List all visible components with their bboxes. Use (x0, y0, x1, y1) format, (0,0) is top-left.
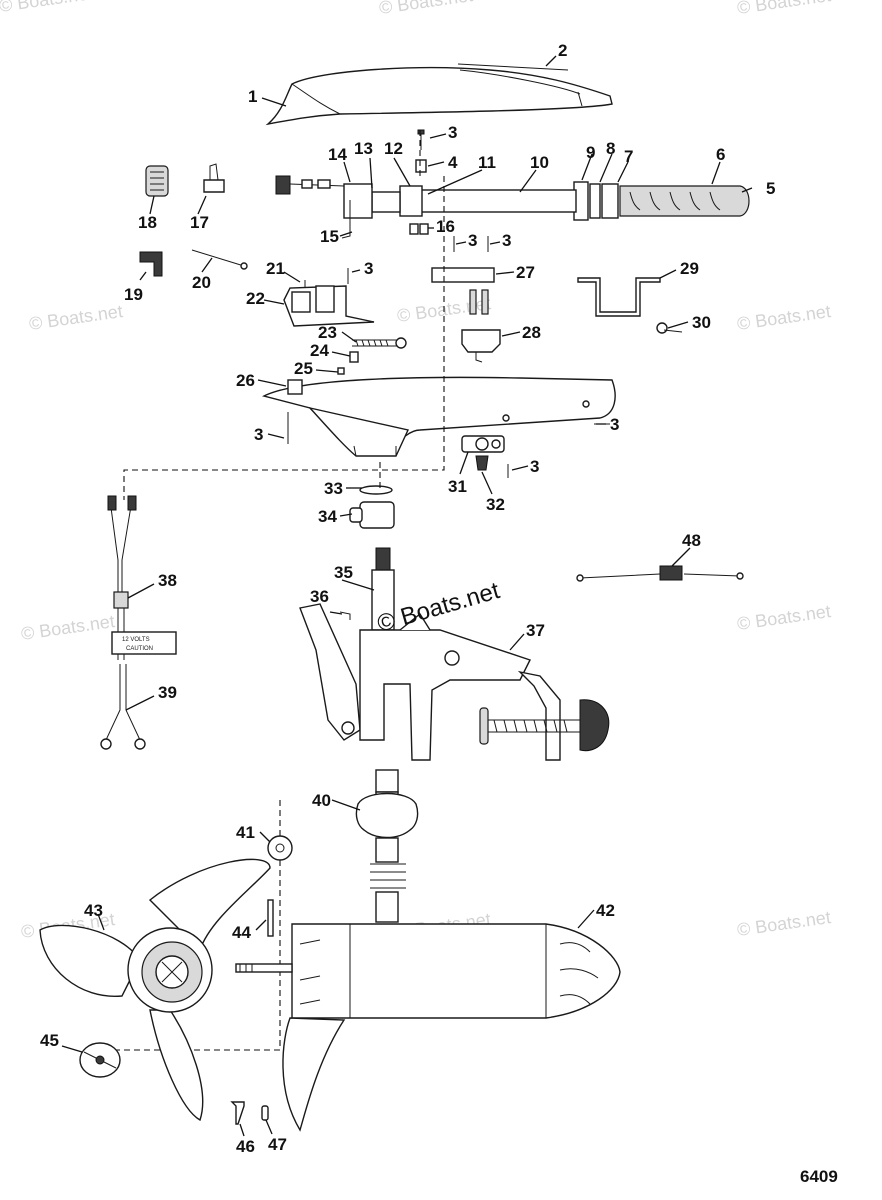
bolt-assembly (337, 337, 407, 375)
callout-37: 37 (526, 621, 545, 640)
callout-3e: 3 (610, 415, 619, 434)
callout-7: 7 (624, 147, 633, 166)
inline-fuse (576, 565, 744, 582)
callout-35: 35 (334, 563, 353, 582)
watermark: © Boats.net (736, 907, 832, 940)
callout-48: 48 (682, 531, 701, 550)
small-parts-left (139, 163, 375, 327)
mount-bracket (299, 547, 610, 793)
tiller-assembly (275, 129, 750, 239)
callout-21: 21 (266, 259, 285, 278)
motor-housing (235, 923, 621, 1132)
callout-28: 28 (522, 323, 541, 342)
leader-lines (61, 55, 753, 1137)
callout-38: 38 (158, 571, 177, 590)
callout-34: 34 (318, 507, 337, 526)
callouts: 1 2 3 4 5 6 7 8 9 10 11 12 13 14 15 16 3… (40, 41, 775, 1156)
callout-18: 18 (138, 213, 157, 232)
callout-15: 15 (320, 227, 339, 246)
callout-11: 11 (478, 153, 496, 172)
watermark: © Boats.net (0, 0, 94, 16)
watermark: © Boats.net (736, 601, 832, 634)
callout-43: 43 (84, 901, 103, 920)
small-parts-right (431, 236, 683, 363)
callout-4: 4 (448, 153, 458, 172)
callout-6: 6 (716, 145, 725, 164)
callout-19: 19 (124, 285, 143, 304)
callout-20: 20 (192, 273, 211, 292)
callout-13: 13 (354, 139, 373, 158)
wire-harness: 12 VOLTS CAUTION (100, 495, 177, 750)
callout-14: 14 (328, 145, 347, 164)
callout-42: 42 (596, 901, 615, 920)
callout-25: 25 (294, 359, 313, 378)
watermark: © Boats.net (736, 301, 832, 334)
callout-36: 36 (310, 587, 329, 606)
callout-3g: 3 (530, 457, 539, 476)
callout-3f: 3 (254, 425, 263, 444)
label-caution: CAUTION (126, 646, 153, 652)
callout-3c: 3 (502, 231, 511, 250)
watermark: © Boats.net (28, 301, 124, 334)
callout-46: 46 (236, 1137, 255, 1156)
callout-3: 3 (448, 123, 457, 142)
watermark: © Boats.net (736, 0, 832, 18)
callout-32: 32 (486, 495, 505, 514)
callout-12: 12 (384, 139, 403, 158)
callout-45: 45 (40, 1031, 59, 1050)
callout-3b: 3 (468, 231, 477, 250)
callout-26: 26 (236, 371, 255, 390)
callout-44: 44 (232, 923, 251, 942)
top-cover (265, 63, 613, 126)
watermark: © Boats.net (378, 0, 474, 18)
callout-31: 31 (448, 477, 467, 496)
callout-10: 10 (530, 153, 549, 172)
callout-29: 29 (680, 259, 699, 278)
callout-22: 22 (246, 289, 265, 308)
callout-40: 40 (312, 791, 331, 810)
shaft-collar (355, 791, 419, 923)
callout-33: 33 (324, 479, 343, 498)
callout-27: 27 (516, 263, 535, 282)
callout-47: 47 (268, 1135, 287, 1154)
label-volts: 12 VOLTS (122, 637, 150, 643)
callout-23: 23 (318, 323, 337, 342)
watermarks: © Boats.net © Boats.net © Boats.net © Bo… (0, 0, 832, 942)
callout-5: 5 (766, 179, 775, 198)
callout-30: 30 (692, 313, 711, 332)
callout-9: 9 (586, 143, 595, 162)
callout-41: 41 (236, 823, 255, 842)
small-parts-prop (230, 835, 293, 1125)
propeller (39, 858, 271, 1122)
callout-17: 17 (190, 213, 209, 232)
callout-3d: 3 (364, 259, 373, 278)
switch-and-knob (349, 435, 505, 529)
callout-24: 24 (310, 341, 329, 360)
callout-39: 39 (158, 683, 177, 702)
watermark: © Boats.net (20, 611, 116, 644)
callout-2: 2 (558, 41, 567, 60)
callout-16: 16 (436, 217, 455, 236)
callout-1: 1 (248, 87, 257, 106)
routing-lines (86, 130, 445, 1051)
diagram-number: 6409 (800, 1167, 838, 1186)
callout-8: 8 (606, 139, 615, 158)
lower-housing (262, 376, 616, 478)
